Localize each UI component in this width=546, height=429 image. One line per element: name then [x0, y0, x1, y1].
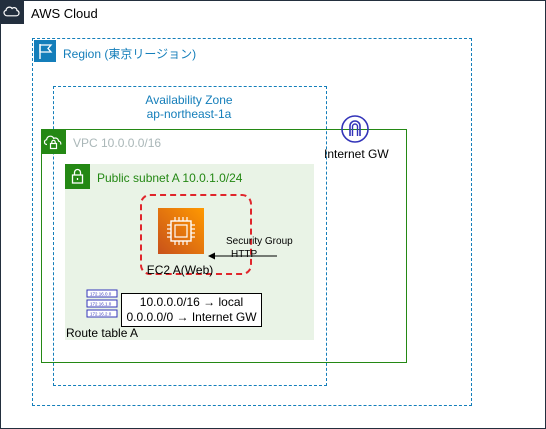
route-icon-row-3: 172.16.2.0 — [90, 311, 112, 316]
route-row-1: 10.0.0.0/16 → local — [139, 295, 244, 309]
flag-icon — [34, 40, 56, 62]
availability-zone-line1: Availability Zone — [145, 93, 233, 107]
availability-zone-line2: ap-northeast-1a — [146, 107, 232, 121]
region-group — [32, 38, 472, 406]
aws-cloud-title: AWS Cloud — [31, 6, 98, 21]
security-group-label: Security Group — [226, 236, 293, 247]
vpc-title: VPC 10.0.0.0/16 — [73, 136, 162, 150]
availability-zone-title: Availability Zone ap-northeast-1a — [53, 93, 325, 121]
http-arrow-head — [208, 252, 215, 260]
internet-gateway-icon — [340, 114, 370, 144]
internet-gateway-label: Internet GW — [324, 147, 389, 161]
route-table-label: Route table A — [66, 326, 139, 340]
route-icon-row-1: 172.16.0.0 — [90, 291, 112, 296]
lock-icon — [65, 164, 90, 189]
cloud-lock-icon — [41, 129, 66, 154]
http-label: HTTP — [231, 249, 258, 260]
route-table-icon: 172.16.0.0 172.16.1.0 172.16.2.0 — [86, 289, 120, 319]
vpc-group — [41, 129, 407, 363]
availability-zone-group — [53, 86, 327, 386]
ec2-instance-icon — [158, 208, 204, 254]
security-group-box — [140, 194, 252, 275]
region-title: Region (東京リージョン) — [63, 47, 197, 61]
route-table-box: 10.0.0.0/16 → local 0.0.0.0/0 → Internet… — [121, 293, 262, 327]
route-icon-row-2: 172.16.1.0 — [90, 301, 112, 306]
aws-logo-icon — [0, 0, 24, 24]
public-subnet-title: Public subnet A 10.0.1.0/24 — [97, 171, 243, 185]
ec2-label: EC2 A(Web) — [146, 263, 214, 277]
route-row-2: 0.0.0.0/0 → Internet GW — [126, 310, 257, 324]
